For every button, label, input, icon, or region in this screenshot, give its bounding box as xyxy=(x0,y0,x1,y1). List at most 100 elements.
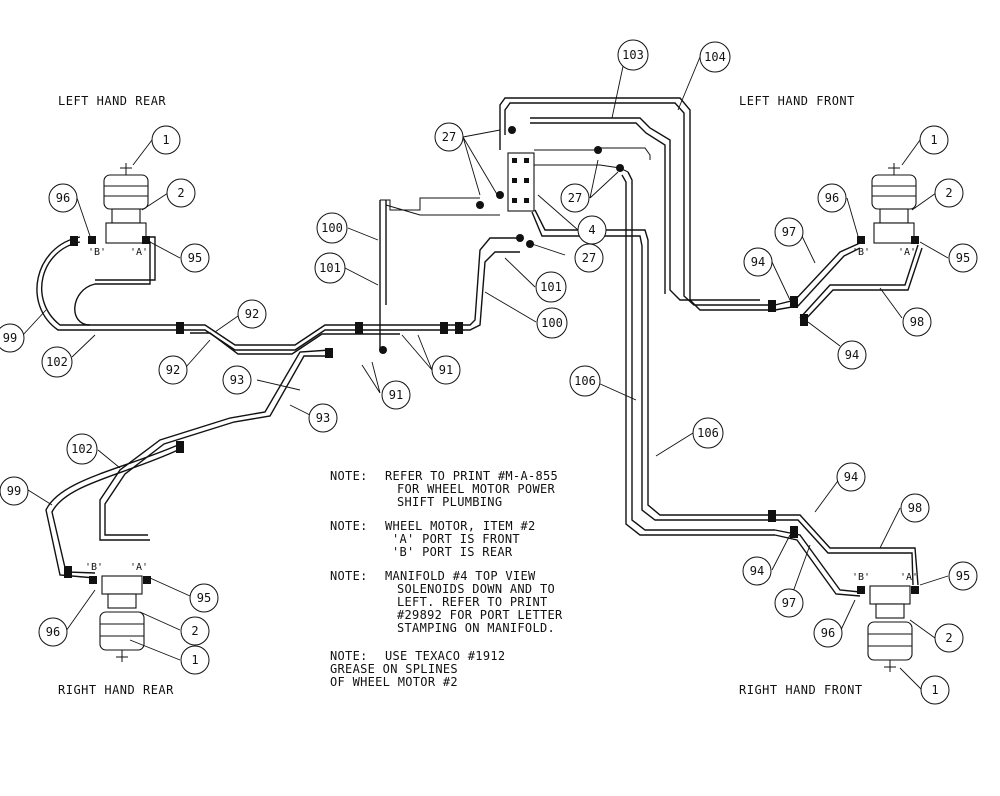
callout-101-b: 101 xyxy=(535,271,567,303)
callout-92-a: 92 xyxy=(237,299,267,329)
svg-text:96: 96 xyxy=(825,191,839,205)
callout-93-b: 93 xyxy=(308,403,338,433)
callout-106-a: 106 xyxy=(569,365,601,397)
svg-text:99: 99 xyxy=(3,331,17,345)
callout-91-a: 91 xyxy=(381,380,411,410)
callout-rhf-2: 2 xyxy=(934,623,964,653)
callout-lhr-99: 99 xyxy=(0,323,25,353)
lhr-port-a: 'A' xyxy=(130,247,148,258)
right-hand-rear-label: RIGHT HAND REAR xyxy=(58,683,174,697)
svg-text:27: 27 xyxy=(568,191,582,205)
svg-text:96: 96 xyxy=(56,191,70,205)
callout-lhf-1: 1 xyxy=(919,125,949,155)
svg-text:103: 103 xyxy=(622,48,644,62)
left-hand-front-wheel-motor: 'B' 'A' xyxy=(852,163,919,258)
note-3-label: NOTE: xyxy=(330,569,368,583)
svg-text:92: 92 xyxy=(166,363,180,377)
note-4: NOTE: USE TEXACO #1912 GREASE ON SPLINES… xyxy=(330,649,505,689)
svg-text:94: 94 xyxy=(844,470,858,484)
svg-text:106: 106 xyxy=(697,426,719,440)
svg-text:2: 2 xyxy=(945,631,952,645)
svg-text:97: 97 xyxy=(782,225,796,239)
callout-100-a: 100 xyxy=(316,212,348,244)
callout-4: 4 xyxy=(577,215,607,245)
callout-rhf-97: 97 xyxy=(774,588,804,618)
callout-rhf-94-a: 94 xyxy=(836,462,866,492)
note-4-label: NOTE: xyxy=(330,649,368,663)
callout-100-b: 100 xyxy=(536,307,568,339)
svg-text:99: 99 xyxy=(7,484,21,498)
svg-text:98: 98 xyxy=(910,315,924,329)
svg-text:96: 96 xyxy=(46,625,60,639)
callout-lhf-98: 98 xyxy=(902,307,932,337)
right-hand-front-label: RIGHT HAND FRONT xyxy=(739,683,863,697)
svg-text:95: 95 xyxy=(956,569,970,583)
lhr-port-b: 'B' xyxy=(88,247,106,258)
callout-rhr-102: 102 xyxy=(66,433,98,465)
svg-text:2: 2 xyxy=(945,186,952,200)
note-2-line-2: 'A' PORT IS FRONT xyxy=(392,532,520,546)
callout-92-b: 92 xyxy=(158,355,188,385)
svg-text:106: 106 xyxy=(574,374,596,388)
callout-27-a: 27 xyxy=(434,122,464,152)
callout-rhr-99: 99 xyxy=(0,476,29,506)
callout-93-a: 93 xyxy=(222,365,252,395)
right-hand-front-wheel-motor: 'B' 'A' xyxy=(852,572,919,672)
callout-rhf-1: 1 xyxy=(920,675,950,705)
note-1-line-2: FOR WHEEL MOTOR POWER xyxy=(397,482,555,496)
callout-rhr-96: 96 xyxy=(38,617,68,647)
rhr-port-b: 'B' xyxy=(85,562,103,573)
svg-text:98: 98 xyxy=(908,501,922,515)
svg-text:91: 91 xyxy=(439,363,453,377)
hose-runs xyxy=(36,97,923,597)
rhf-port-b: 'B' xyxy=(852,572,870,583)
svg-text:97: 97 xyxy=(782,596,796,610)
callout-lhr-102: 102 xyxy=(41,346,73,378)
svg-text:1: 1 xyxy=(931,683,938,697)
callout-lhr-1: 1 xyxy=(151,125,181,155)
svg-text:94: 94 xyxy=(845,348,859,362)
callout-lhr-95: 95 xyxy=(180,243,210,273)
right-hand-rear-wheel-motor: 'B' 'A' xyxy=(85,562,151,662)
svg-text:95: 95 xyxy=(188,251,202,265)
lhf-port-a: 'A' xyxy=(898,247,916,258)
callout-lhf-94-b: 94 xyxy=(837,340,867,370)
svg-text:2: 2 xyxy=(191,624,198,638)
note-3-line-1: MANIFOLD #4 TOP VIEW xyxy=(385,569,536,583)
svg-text:2: 2 xyxy=(177,186,184,200)
svg-text:100: 100 xyxy=(321,221,343,235)
svg-text:1: 1 xyxy=(162,133,169,147)
left-hand-rear-wheel-motor: 'B' 'A' xyxy=(88,163,150,258)
fittings xyxy=(64,126,808,578)
callout-lhf-95: 95 xyxy=(948,243,978,273)
left-hand-front-label: LEFT HAND FRONT xyxy=(739,94,855,108)
svg-text:95: 95 xyxy=(956,251,970,265)
callout-rhf-95: 95 xyxy=(948,561,978,591)
callout-lhr-96: 96 xyxy=(48,183,78,213)
note-3-line-4: #29892 FOR PORT LETTER xyxy=(397,608,563,622)
svg-text:102: 102 xyxy=(46,355,68,369)
callout-lhf-94-a: 94 xyxy=(743,247,773,277)
left-hand-rear-label: LEFT HAND REAR xyxy=(58,94,166,108)
svg-text:101: 101 xyxy=(319,261,341,275)
note-4-line-2: GREASE ON SPLINES xyxy=(330,662,458,676)
callout-104: 104 xyxy=(699,41,731,73)
callout-27-c: 27 xyxy=(574,243,604,273)
svg-text:91: 91 xyxy=(389,388,403,402)
rhr-port-a: 'A' xyxy=(130,562,148,573)
callout-rhr-95: 95 xyxy=(189,583,219,613)
note-2-line-3: 'B' PORT IS REAR xyxy=(392,545,513,559)
note-3-line-5: STAMPING ON MANIFOLD. xyxy=(397,621,555,635)
callout-rhf-94-b: 94 xyxy=(742,556,772,586)
svg-text:95: 95 xyxy=(197,591,211,605)
note-1-line-3: SHIFT PLUMBING xyxy=(397,495,502,509)
svg-text:96: 96 xyxy=(821,626,835,640)
lhf-port-b: 'B' xyxy=(852,247,870,258)
svg-text:93: 93 xyxy=(316,411,330,425)
callout-101-a: 101 xyxy=(314,252,346,284)
callout-106-b: 106 xyxy=(692,417,724,449)
svg-text:1: 1 xyxy=(930,133,937,147)
svg-text:1: 1 xyxy=(191,653,198,667)
svg-text:4: 4 xyxy=(588,223,595,237)
